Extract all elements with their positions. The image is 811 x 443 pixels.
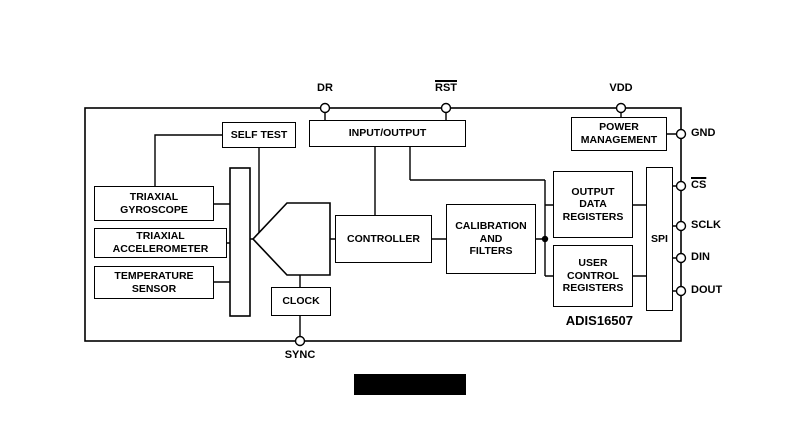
pin-dr-circle [319, 102, 331, 114]
part-number-label: ADIS16507 [565, 313, 633, 328]
block-spi: SPI [646, 167, 673, 311]
pin-label-din: DIN [691, 251, 710, 263]
block-input-output-label: INPUT/OUTPUT [348, 127, 427, 140]
pin-label-vdd: VDD [609, 82, 633, 94]
block-clock-label: CLOCK [282, 295, 320, 308]
block-temperature-sensor-label: TEMPERATURE SENSOR [114, 269, 194, 295]
block-spi-label: SPI [651, 232, 668, 245]
pin-rst-circle [440, 102, 452, 114]
block-output-data-registers: OUTPUT DATA REGISTERS [553, 171, 633, 238]
pin-label-cs: CS [691, 179, 707, 191]
pin-label-gnd: GND [691, 127, 716, 139]
pin-label-dout: DOUT [691, 284, 723, 296]
block-controller: CONTROLLER [335, 215, 432, 263]
pin-label-rst: RST [435, 82, 457, 94]
redacted-caption-bar [354, 374, 466, 395]
mux-bar [229, 167, 251, 317]
pin-gnd-circle [675, 128, 687, 140]
pin-label-sclk: SCLK [691, 219, 721, 231]
pin-label-sync: SYNC [284, 349, 316, 361]
pin-label-dr: DR [317, 82, 333, 94]
block-power-management-label: POWER MANAGEMENT [580, 121, 658, 146]
block-triaxial-accelerometer-label: TRIAXIAL ACCELEROMETER [112, 230, 209, 255]
block-output-data-registers-label: OUTPUT DATA REGISTERS [562, 185, 624, 223]
pin-din-circle [675, 252, 687, 264]
pin-dout-circle [675, 285, 687, 297]
pin-sclk-circle [675, 220, 687, 232]
block-self-test: SELF TEST [222, 122, 296, 148]
pin-vdd-circle [615, 102, 627, 114]
block-self-test-label: SELF TEST [230, 128, 288, 141]
junction-dot [541, 235, 549, 243]
pin-cs-circle [675, 180, 687, 192]
block-calibration-filters: CALIBRATION AND FILTERS [446, 204, 536, 274]
block-user-control-registers-label: USER CONTROL REGISTERS [562, 257, 624, 295]
block-user-control-registers: USER CONTROL REGISTERS [553, 245, 633, 307]
pin-sync-circle [294, 335, 306, 347]
adc-shape [251, 202, 331, 276]
block-clock: CLOCK [271, 287, 331, 316]
block-triaxial-gyroscope: TRIAXIAL GYROSCOPE [94, 186, 214, 221]
block-controller-label: CONTROLLER [347, 232, 420, 245]
block-temperature-sensor: TEMPERATURE SENSOR [94, 266, 214, 299]
block-power-management: POWER MANAGEMENT [571, 117, 667, 151]
block-triaxial-accelerometer: TRIAXIAL ACCELEROMETER [94, 228, 227, 258]
block-calibration-filters-label: CALIBRATION AND FILTERS [455, 220, 527, 258]
block-triaxial-gyroscope-label: TRIAXIAL GYROSCOPE [120, 190, 188, 216]
block-input-output: INPUT/OUTPUT [309, 120, 466, 147]
pin-circles [294, 102, 687, 347]
